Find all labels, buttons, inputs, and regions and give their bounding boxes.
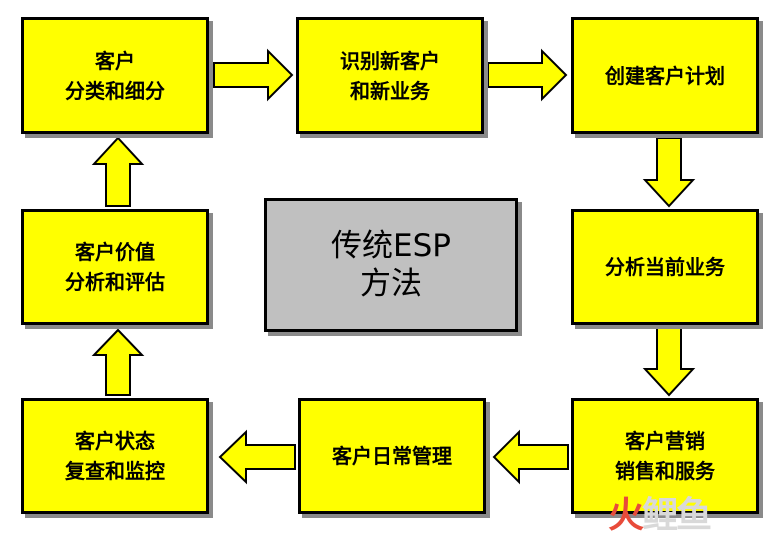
step-box-identify-new-business: 识别新客户 和新业务: [296, 17, 484, 134]
arrow-down-2: [642, 327, 696, 397]
arrow-right-2: [487, 48, 568, 102]
step-box-value-analysis: 客户价值 分析和评估: [21, 209, 209, 325]
step-box-marketing-sales-service: 客户营销 销售和服务: [571, 398, 759, 514]
step-box-create-customer-plan: 创建客户计划: [571, 17, 759, 134]
step-box-analyze-current-business: 分析当前业务: [571, 209, 759, 325]
watermark-logo: 火鲤鱼: [608, 486, 712, 538]
arrow-up-1: [91, 328, 145, 396]
step-box-customer-segmentation: 客户 分类和细分: [21, 17, 209, 134]
arrow-left-1: [492, 429, 569, 485]
step-box-daily-management: 客户日常管理: [298, 398, 486, 514]
center-title-box: 传统ESP 方法: [264, 198, 518, 332]
arrow-left-2: [218, 429, 296, 485]
arrow-up-2: [91, 136, 145, 207]
step-box-status-review: 客户状态 复查和监控: [21, 398, 209, 514]
arrow-right-1: [213, 48, 294, 102]
watermark-part2: 鲤鱼: [642, 495, 712, 536]
watermark-part1: 火: [608, 495, 644, 536]
arrow-down-1: [642, 137, 696, 208]
